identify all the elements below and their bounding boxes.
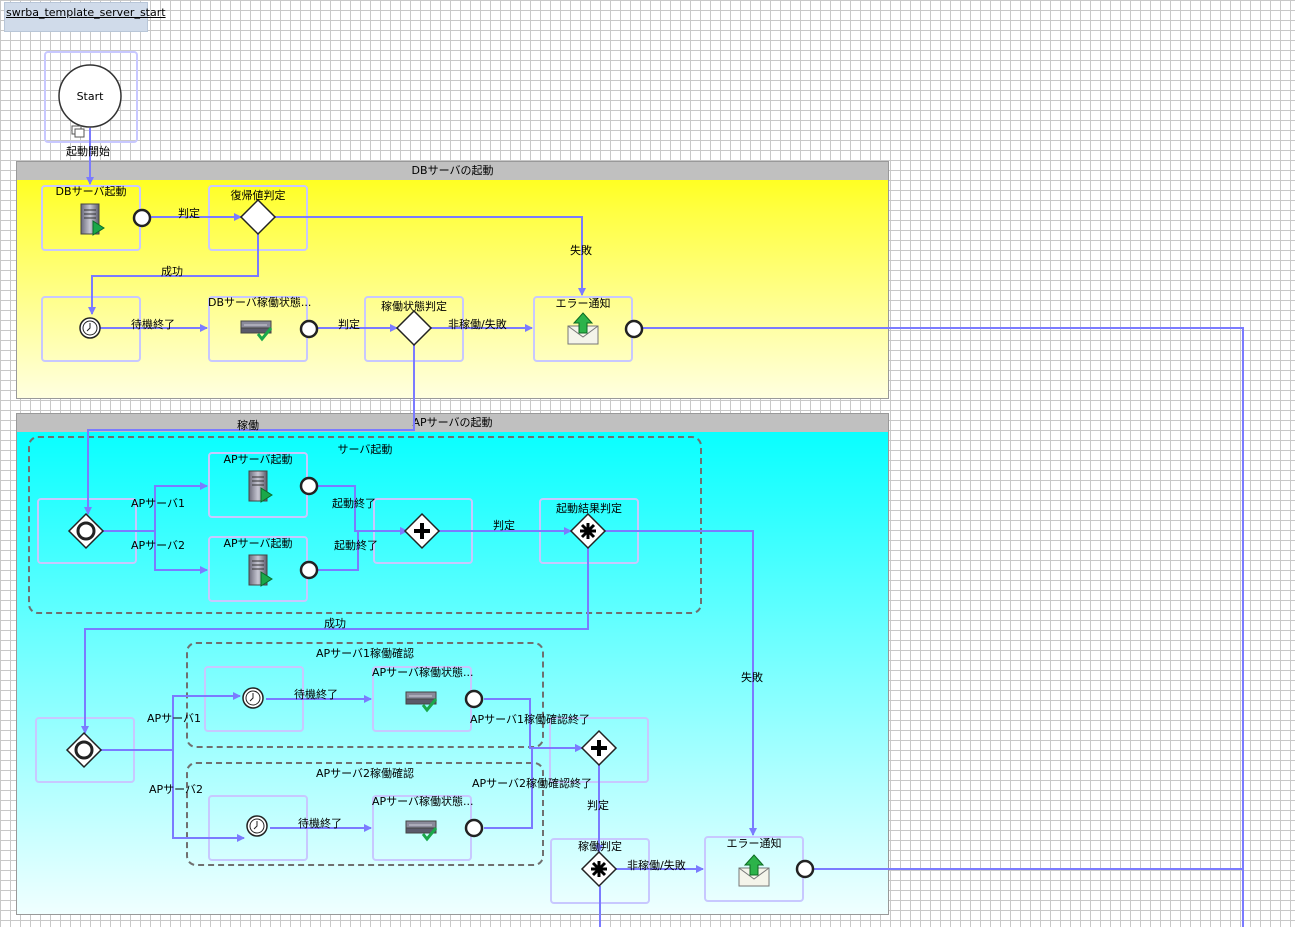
node-error-1-title: エラー通知	[555, 297, 611, 310]
end-icon	[299, 560, 319, 580]
status-check-icon	[404, 690, 438, 712]
end-icon	[464, 818, 484, 838]
lane-ap-title: APサーバの起動	[17, 414, 888, 432]
lane-db-server: DBサーバの起動	[16, 161, 889, 399]
edge-label-wait-end-b: 待機終了	[294, 688, 338, 701]
end-icon	[624, 319, 644, 339]
group-ap2-check[interactable]	[186, 762, 544, 866]
edge-label-ap2-check-end: APサーバ2稼働確認終了	[472, 777, 593, 790]
node-op-judge-2-title: 稼働判定	[578, 840, 622, 853]
node-error-2-title: エラー通知	[726, 837, 782, 850]
edge-success-a	[88, 232, 259, 315]
node-start-result-title: 起動結果判定	[556, 502, 622, 515]
server-start-icon	[248, 554, 273, 587]
server-start-icon	[80, 203, 105, 236]
node-op-judge-1-title: 稼働状態判定	[381, 300, 447, 313]
edge-fail-b	[604, 530, 757, 836]
edge-running	[84, 343, 415, 515]
diagram-tab[interactable]: swrba_template_server_start	[4, 2, 166, 32]
group-server-start[interactable]	[28, 436, 702, 614]
end-icon	[464, 689, 484, 709]
edge-label-wait-end-a: 待機終了	[131, 318, 175, 331]
edge-success-b	[81, 546, 589, 734]
end-icon	[132, 208, 152, 228]
node-db-start-title: DBサーバ起動	[55, 185, 127, 198]
edge-label-ap1-a: APサーバ1	[131, 497, 186, 510]
start-attach-icon	[71, 125, 85, 138]
mail-notify-icon	[567, 312, 599, 345]
lane-db-title: DBサーバの起動	[17, 162, 888, 180]
edge-label-judge-d: 判定	[587, 799, 609, 812]
start-event-circle	[58, 64, 122, 128]
group-ap2-check-title: APサーバ2稼働確認	[315, 767, 415, 780]
edge-label-start-end-a: 起動終了	[332, 497, 376, 510]
edge-label-ap1-b: APサーバ1	[147, 712, 202, 725]
gateway-inclusive-icon	[65, 731, 103, 769]
group-ap1-check-title: APサーバ1稼働確認	[315, 647, 415, 660]
edge-label-judge-a: 判定	[178, 207, 200, 220]
start-caption: 起動開始	[66, 145, 110, 158]
edge-label-ap2-a: APサーバ2	[131, 539, 186, 552]
gateway-diamond-icon	[239, 198, 277, 236]
node-ap-status-1-title: APサーバ稼働状態...	[372, 666, 474, 679]
edge-start-end-b	[318, 527, 408, 571]
end-icon	[299, 476, 319, 496]
node-ap-start-1-title: APサーバ起動	[223, 453, 293, 466]
edge-fail-a	[270, 216, 586, 296]
edge-label-fail-a: 失敗	[570, 244, 592, 257]
edge-label-wait-end-c: 待機終了	[298, 817, 342, 830]
status-check-icon	[239, 319, 273, 341]
edge-label-fail-b: 失敗	[741, 671, 763, 684]
edge-label-not-running-a: 非稼働/失敗	[448, 318, 507, 331]
gateway-complex-icon	[580, 850, 618, 888]
edge-ap2-a	[102, 530, 208, 574]
gateway-parallel-icon	[403, 512, 441, 550]
edge-ap2-check-end	[484, 744, 583, 829]
server-start-icon	[248, 470, 273, 503]
edge-label-success-b: 成功	[324, 617, 346, 630]
end-icon	[795, 859, 815, 879]
end-icon	[299, 319, 319, 339]
edge-label-ap1-check-end: APサーバ1稼働確認終了	[470, 713, 591, 726]
timer-icon	[242, 687, 264, 709]
node-ap-status-2-title: APサーバ稼働状態...	[372, 795, 474, 808]
edge-label-success-a: 成功	[161, 265, 183, 278]
group-server-start-title: サーバ起動	[337, 443, 393, 456]
diagram-tab-title: swrba_template_server_start	[6, 6, 166, 19]
lane-ap-server: APサーバの起動	[16, 413, 889, 915]
edge-ap2-b	[101, 749, 245, 842]
edge-label-running: 稼働	[237, 419, 259, 432]
start-label: Start	[76, 90, 104, 103]
timer-icon	[79, 317, 101, 339]
edge-label-ap2-b: APサーバ2	[149, 783, 204, 796]
gateway-complex-icon	[569, 512, 607, 550]
gateway-inclusive-icon	[67, 512, 105, 550]
gateway-parallel-icon	[580, 729, 618, 767]
edge-label-not-running-b: 非稼働/失敗	[627, 859, 686, 872]
edge-label-start-end-b: 起動終了	[334, 539, 378, 552]
edge-label-judge-b: 判定	[338, 318, 360, 331]
mail-notify-icon	[738, 854, 770, 887]
node-ap-start-2-title: APサーバ起動	[223, 537, 293, 550]
edge-label-judge-c: 判定	[493, 519, 515, 532]
node-db-status-title: DBサーバ稼働状態...	[208, 296, 312, 309]
gateway-diamond-icon	[395, 309, 433, 347]
status-check-icon	[404, 819, 438, 841]
node-return-check-title: 復帰値判定	[230, 189, 286, 202]
edge-error1-out	[643, 327, 1244, 927]
timer-icon	[246, 815, 268, 837]
